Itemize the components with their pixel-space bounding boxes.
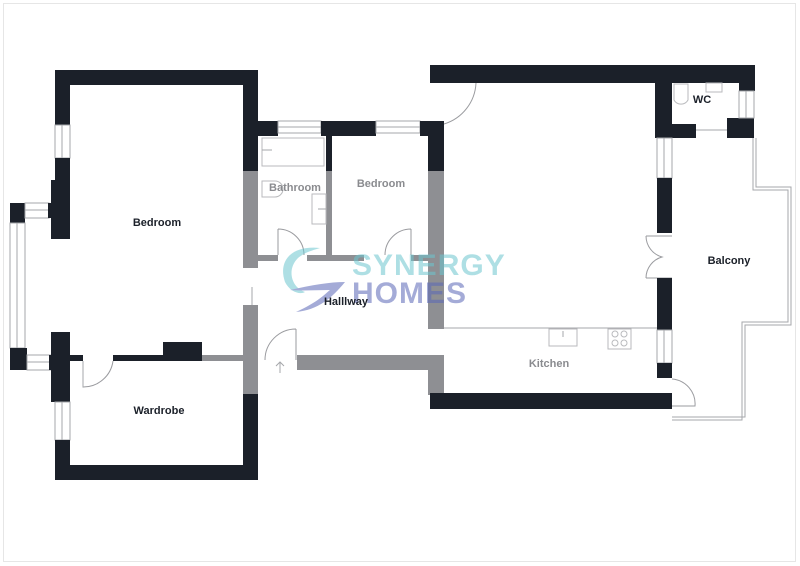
watermark-line-2: HOMES (352, 277, 468, 310)
entrance-arrow-icon (275, 361, 285, 373)
room-label-bedroom-2: Bedroom (356, 178, 406, 190)
room-label-bathroom: Bathroom (269, 182, 321, 194)
bathroom-fixtures (261, 137, 412, 256)
room-label-kitchen: Kitchen (528, 358, 570, 370)
room-label-wc: WC (692, 94, 712, 106)
synergy-homes-watermark: SYNERGY HOMES (280, 243, 525, 313)
kitchen-counter (444, 327, 657, 350)
room-label-wardrobe: Wardrobe (133, 405, 185, 417)
image-frame (3, 3, 796, 562)
hallway-entrance-door (264, 328, 297, 361)
room-label-hallway: Halllway (323, 296, 369, 308)
living-walls (430, 65, 755, 409)
balcony-outline (672, 138, 792, 421)
watermark-line-1: SYNERGY (352, 249, 506, 282)
room-label-bedroom: Bedroom (132, 217, 182, 229)
middle-top-walls (258, 120, 444, 171)
wardrobe-walls (51, 332, 258, 480)
internal-walls (230, 135, 444, 395)
wc-fixtures (673, 82, 723, 105)
logo-swoosh-icon (283, 247, 345, 312)
bedroom-walls (9, 70, 258, 371)
room-label-balcony: Balcony (707, 255, 751, 267)
